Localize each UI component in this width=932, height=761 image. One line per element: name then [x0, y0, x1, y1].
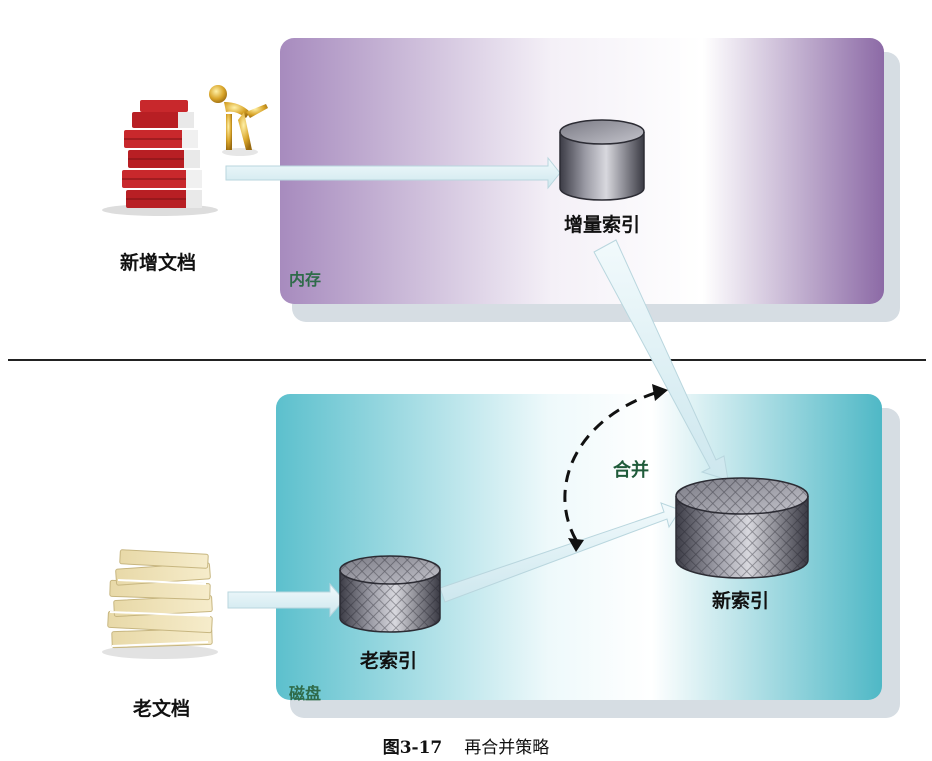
arrow-incremental-to-new-index: [593, 239, 729, 481]
new-index-cylinder: [675, 477, 809, 579]
old-index-label: 老索引: [360, 650, 418, 672]
arrow-old-docs-to-old-index: [227, 582, 345, 618]
disk-area-label: 磁盘: [289, 684, 322, 703]
gold-figure-icon: [209, 85, 268, 156]
incremental-index-cylinder: [559, 119, 645, 201]
paper-stack-icon: [102, 549, 218, 659]
memory-area-label: 内存: [289, 270, 322, 289]
binder-stack-icon: [102, 100, 218, 216]
old-docs-label: 老文档: [133, 698, 191, 720]
figure-number: 图3-17: [382, 738, 443, 758]
merge-arc-head-top: [652, 384, 668, 401]
old-index-cylinder: [339, 555, 441, 633]
new-docs-label: 新增文档: [120, 252, 197, 274]
arrow-old-index-to-new-index: [439, 502, 681, 603]
merge-arc: [563, 384, 668, 552]
incremental-index-label: 增量索引: [564, 214, 641, 236]
new-index-label: 新索引: [712, 590, 770, 612]
merge-label: 合并: [613, 460, 649, 481]
merge-arc-head-bottom: [568, 538, 584, 552]
arrow-new-docs-to-incremental: [225, 156, 561, 190]
figure-title: 再合并策略: [464, 738, 550, 758]
figure-caption: 图3-17 再合并策略: [0, 733, 932, 758]
